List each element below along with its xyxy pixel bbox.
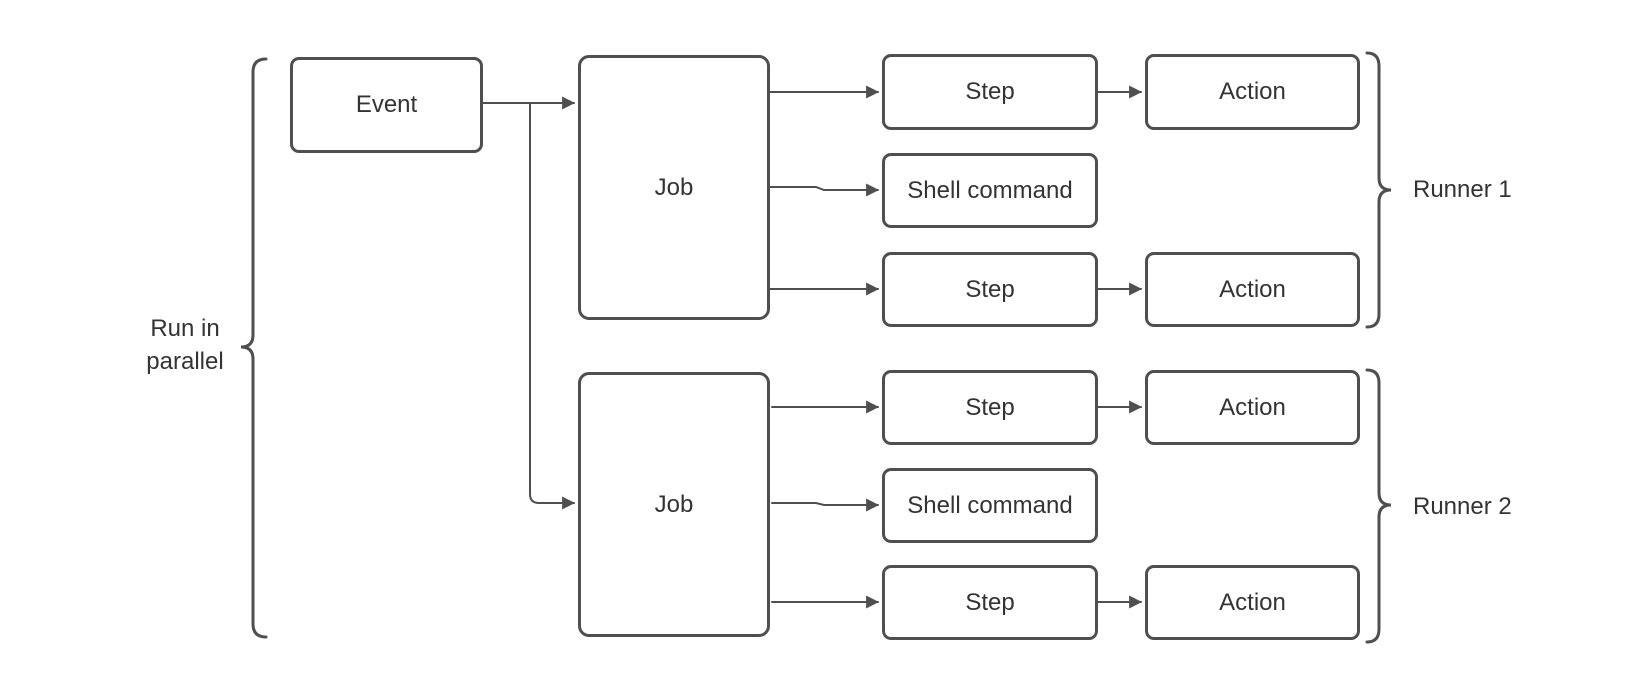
job2-node: Job <box>578 372 770 637</box>
event-node: Event <box>290 57 483 153</box>
runner2-action2-label: Action <box>1219 588 1286 616</box>
connector-event-to-job2 <box>529 102 576 510</box>
connector-job2-to-shell2 <box>771 498 880 512</box>
job1-node-label: Job <box>654 173 694 201</box>
runner2-action1-label: Action <box>1219 393 1286 421</box>
connector-job1-to-shell1 <box>769 183 880 197</box>
runner2-step2-label: Step <box>965 588 1015 616</box>
runner1-action2-node: Action <box>1145 252 1360 327</box>
runner1-step1-label: Step <box>965 78 1015 105</box>
runner1-brace <box>1365 51 1392 329</box>
runner1-action1-node: Action <box>1145 54 1360 130</box>
run-in-parallel-label: Run in parallel <box>146 315 224 375</box>
run-in-parallel-brace <box>240 57 268 639</box>
runner2-step1-label: Step <box>965 393 1015 421</box>
runner2-step2-node: Step <box>882 565 1098 640</box>
runner2-shell-command-label: Shell command <box>907 491 1073 519</box>
runner2-action1-node: Action <box>1145 370 1360 445</box>
runner2-brace <box>1365 368 1392 644</box>
runner1-action1-label: Action <box>1219 78 1286 105</box>
runner1-step2-node: Step <box>882 252 1098 327</box>
runner2-label: Runner 2 <box>1413 493 1512 520</box>
job1-node: Job <box>578 55 770 320</box>
runner1-action2-label: Action <box>1219 275 1286 303</box>
runner1-step2-label: Step <box>965 275 1015 303</box>
runner2-step1-node: Step <box>882 370 1098 445</box>
runner1-shell-command-label: Shell command <box>907 176 1073 204</box>
runner1-label: Runner 1 <box>1413 176 1512 203</box>
runner2-action2-node: Action <box>1145 565 1360 640</box>
job2-node-label: Job <box>654 490 694 518</box>
runner1-step1-node: Step <box>882 54 1098 130</box>
event-node-label: Event <box>355 91 418 118</box>
runner2-shell-command-node: Shell command <box>882 468 1098 543</box>
runner1-shell-command-node: Shell command <box>882 153 1098 228</box>
